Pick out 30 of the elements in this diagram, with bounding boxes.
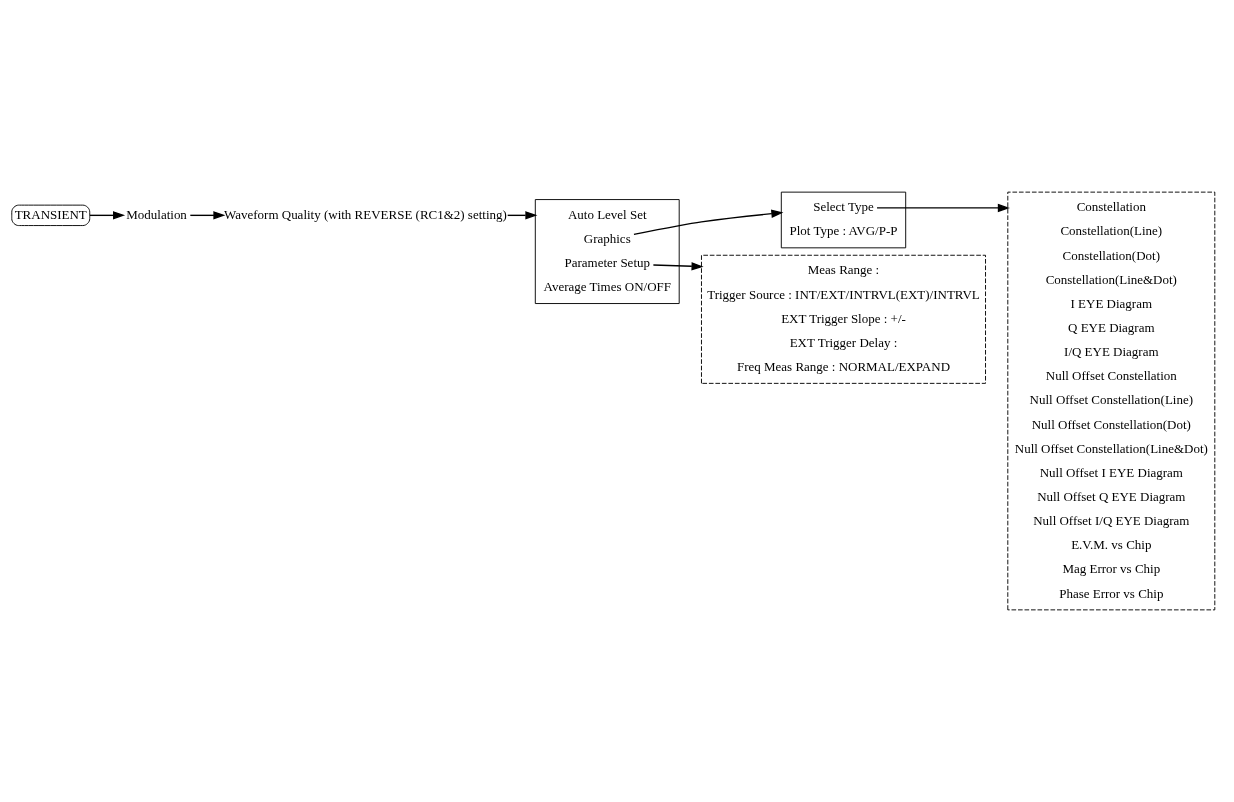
node-text: Plot Type : AVG/P-P [789, 223, 898, 239]
node-text: Constellation(Dot) [1062, 247, 1160, 263]
node-text: EXT Trigger Slope : +/- [781, 310, 906, 326]
node-text: Trigger Source : INT/EXT/INTRVL(EXT)/INTRVL [707, 286, 980, 302]
node-text: Mag Error vs Chip [1062, 561, 1161, 577]
node-text: Constellation(Line&Dot) [1045, 271, 1177, 287]
node-text: Graphics [583, 230, 631, 246]
node-text: Constellation(Line) [1060, 223, 1163, 239]
node-text: Phase Error vs Chip [1059, 585, 1164, 601]
node-text: Auto Level Set [567, 206, 647, 222]
node-text: E.V.M. vs Chip [1071, 537, 1152, 553]
node-text: Select Type [813, 199, 874, 215]
node-text: Null Offset Constellation [1045, 368, 1177, 384]
node-text: I EYE Diagram [1070, 295, 1153, 311]
node-text: Average Times ON/OFF [543, 279, 671, 295]
node-text: Null Offset I EYE Diagram [1039, 464, 1183, 480]
node-text: EXT Trigger Delay : [789, 334, 898, 350]
node-text: Constellation [1076, 199, 1146, 215]
node-text: Meas Range : [807, 262, 880, 278]
node-text: Parameter Setup [564, 255, 650, 271]
node-text: I/Q EYE Diagram [1064, 344, 1159, 360]
node-text: Null Offset Constellation(Dot) [1031, 416, 1191, 432]
node-text: Null Offset Q EYE Diagram [1037, 488, 1186, 504]
node-text: Modulation [126, 206, 187, 222]
node-text: Waveform Quality (with REVERSE (RC1&2) setting) [224, 206, 507, 222]
node-text: Null Offset Constellation(Line) [1029, 392, 1194, 408]
node-text: Q EYE Diagram [1068, 320, 1155, 336]
node-text: Null Offset I/Q EYE Diagram [1033, 513, 1190, 529]
node-text: Null Offset Constellation(Line&Dot) [1014, 440, 1208, 456]
node-text: Freq Meas Range : NORMAL/EXPAND [736, 359, 951, 375]
